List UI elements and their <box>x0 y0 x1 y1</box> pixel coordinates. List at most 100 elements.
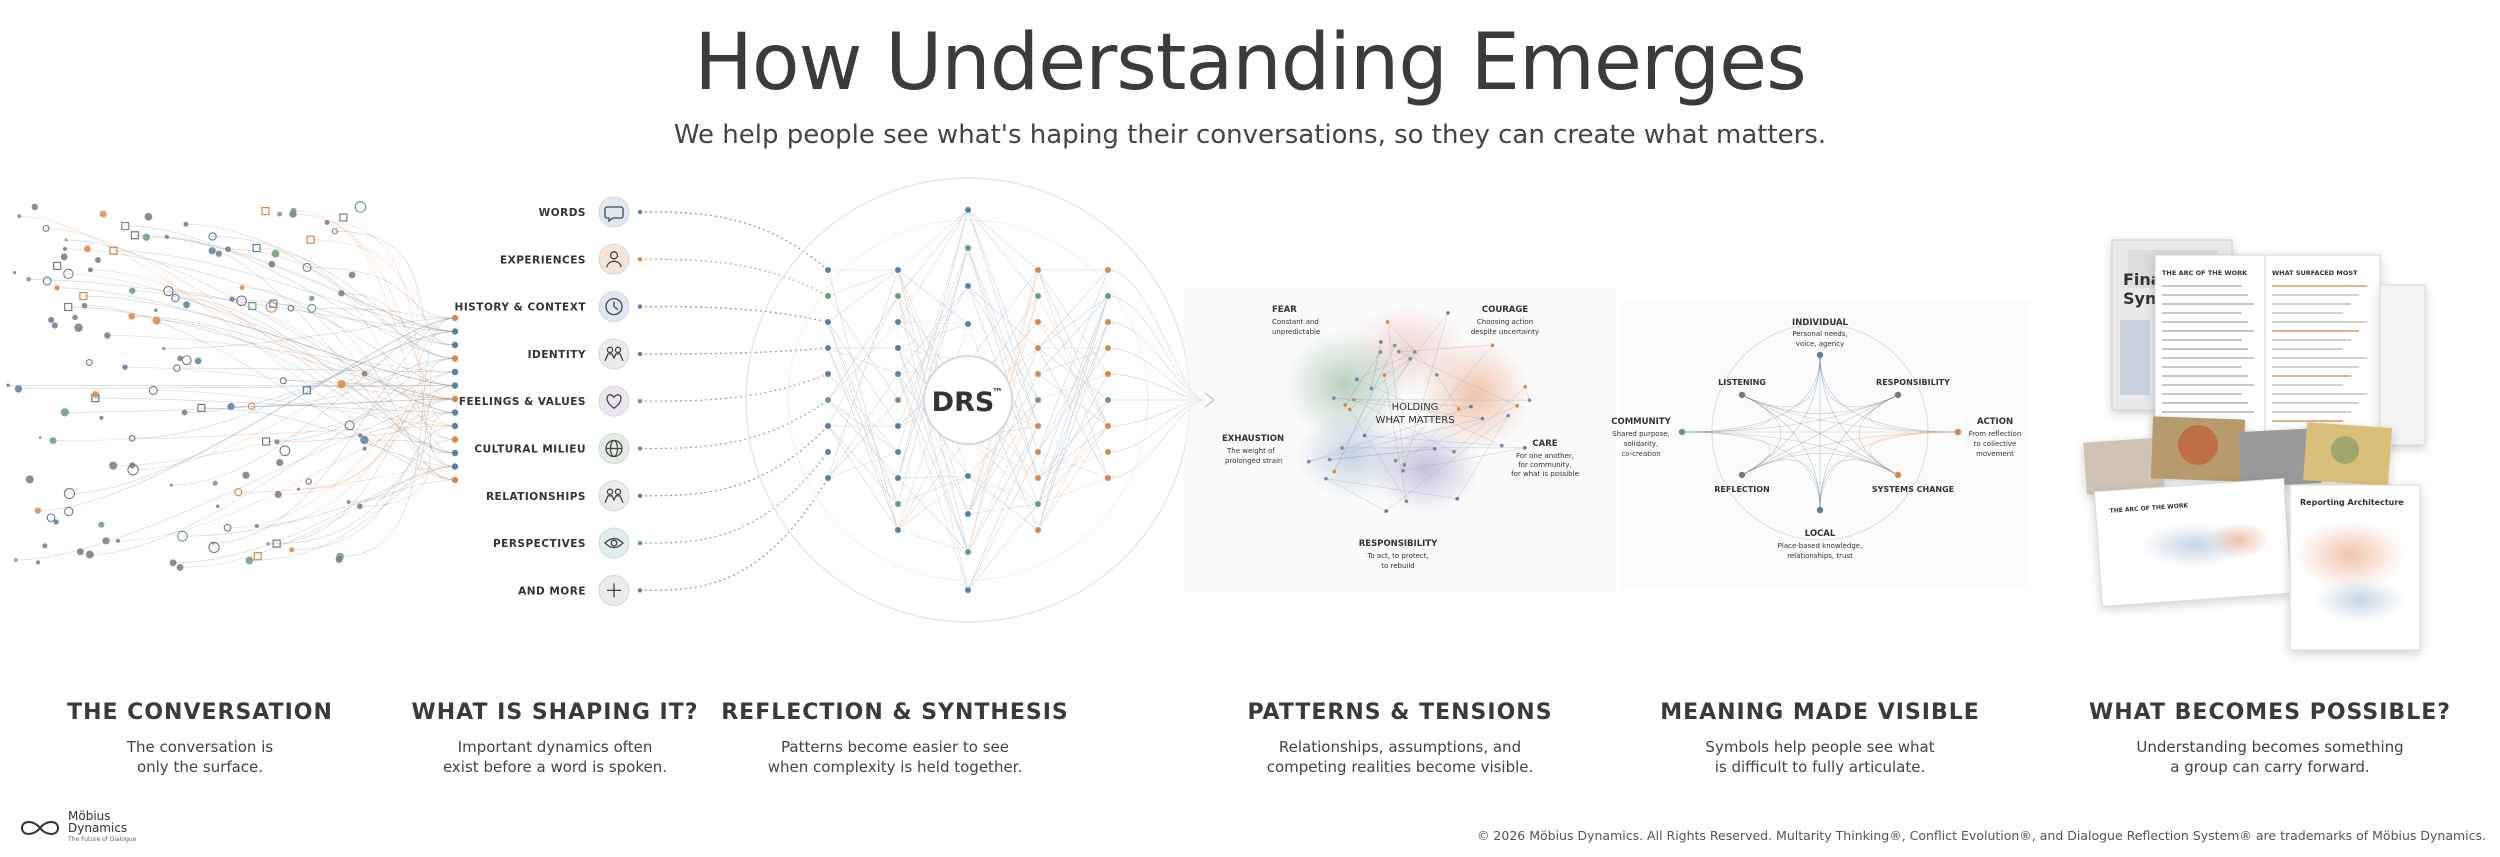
text-line <box>2162 339 2242 341</box>
community-title: COMMUNITY <box>1611 417 1671 427</box>
pattern-node <box>1362 433 1367 438</box>
conversation-thread <box>310 239 456 332</box>
column-patterns-tensions: PATTERNS & TENSIONS Relationships, assum… <box>1200 700 1600 777</box>
drs-node <box>824 292 832 300</box>
conversation-ring <box>85 358 93 366</box>
conversation-dot <box>142 233 150 241</box>
drs-link <box>827 373 899 479</box>
pattern-link <box>1402 312 1449 471</box>
clock-icon <box>605 297 623 316</box>
drs-link <box>967 209 1039 401</box>
meaning-link <box>1819 431 1959 511</box>
drs-link <box>967 425 1039 591</box>
drs-link <box>827 451 899 479</box>
conversation-thread <box>64 398 456 413</box>
pattern-link <box>1325 478 1387 512</box>
text-line <box>2162 321 2248 323</box>
conversation-thread <box>173 466 456 564</box>
meaning-node <box>1738 391 1746 399</box>
drs-node <box>1034 526 1042 534</box>
drs-node <box>964 282 972 290</box>
company-logo[interactable]: Möbius Dynamics The Future of Dialogue <box>18 810 136 846</box>
blob-orange <box>1420 340 1530 450</box>
meaning-link <box>1681 431 1771 476</box>
meaning-node <box>1894 471 1902 479</box>
conversation-thread <box>46 228 456 454</box>
local-title: LOCAL <box>1805 529 1836 539</box>
conversation-thread <box>266 358 456 442</box>
pattern-link <box>1353 399 1455 452</box>
individual-desc-2: voice, agency <box>1796 340 1844 348</box>
drs-node <box>894 500 902 508</box>
meaning-link <box>1819 354 1959 433</box>
conversation-ring <box>331 228 338 235</box>
conversation-thread <box>334 231 456 346</box>
dimension-item-relationships: RELATIONSHIPS <box>486 425 829 512</box>
drs-node <box>1104 396 1112 404</box>
conversation-thread <box>113 250 456 332</box>
pattern-link <box>1334 345 1395 472</box>
conversation-dot <box>215 250 222 257</box>
drs-node <box>1034 474 1042 482</box>
conversation-thread <box>348 385 456 503</box>
drs-connections <box>827 209 1206 591</box>
conversation-ring <box>208 232 217 241</box>
pattern-node <box>1401 468 1405 473</box>
conversation-dot <box>109 461 118 470</box>
dimension-item-perspectives: PERSPECTIVES <box>493 451 829 559</box>
action-desc-1: From reflection <box>1969 430 2022 438</box>
pattern-link <box>1403 447 1525 471</box>
drs-link <box>897 321 969 325</box>
conversation-thread <box>90 269 456 427</box>
individual-desc-1: Personal needs, <box>1792 330 1847 338</box>
drs-link <box>1037 321 1109 531</box>
text-line <box>2272 375 2351 377</box>
drs-node <box>1034 292 1042 300</box>
conversation-thread <box>66 239 456 413</box>
drs-link <box>827 295 899 427</box>
drs-node <box>1104 474 1112 482</box>
conversation-dot <box>162 347 166 351</box>
drs-link <box>827 425 899 531</box>
conversation-dot <box>225 246 231 252</box>
speech-bubble-icon <box>604 206 624 223</box>
conversation-dot <box>266 542 270 546</box>
conversation-thread <box>364 439 456 454</box>
text-line <box>2162 312 2242 314</box>
conversation-square <box>109 246 118 255</box>
conversation-square <box>130 231 140 240</box>
conversation-thread <box>176 367 456 373</box>
report-page-left: THE ARC OF THE WORK <box>2093 477 2293 608</box>
drs-link <box>967 209 1039 271</box>
conversation-thread <box>291 425 456 551</box>
meaning-node <box>1678 428 1686 436</box>
pattern-link <box>1308 406 1472 462</box>
responsibility-desc-2: to rebuild <box>1381 562 1415 570</box>
convergence-node <box>451 436 459 443</box>
meaning-panel <box>1620 300 2030 590</box>
copyright-notice: © 2026 Möbius Dynamics. All Rights Reser… <box>1476 828 2486 843</box>
conversation-dot <box>164 234 170 240</box>
drs-node <box>894 396 902 404</box>
conversation-square <box>197 403 206 413</box>
column-desc-line1: Important dynamics often <box>457 738 653 756</box>
conversation-thread <box>171 317 456 486</box>
mobius-loop-icon <box>20 821 60 835</box>
text-line <box>2162 303 2254 305</box>
dimension-connector-dot <box>637 399 643 404</box>
conversation-dot <box>31 203 39 211</box>
drs-link <box>827 269 899 531</box>
meaning-responsibility-label: RESPONSIBILITY <box>1876 378 1950 387</box>
drs-nodes <box>824 206 1112 594</box>
conversation-dot <box>296 487 300 491</box>
drs-link <box>967 285 1039 401</box>
conversation-thread <box>283 380 456 400</box>
drs-link <box>1037 295 1109 531</box>
text-line <box>2162 375 2248 377</box>
conversation-thread <box>113 398 456 466</box>
people-icon <box>604 346 624 362</box>
conversation-square <box>252 243 261 253</box>
conversation-dot <box>81 302 88 309</box>
pattern-node <box>1369 386 1373 391</box>
conversation-ring <box>234 488 243 497</box>
